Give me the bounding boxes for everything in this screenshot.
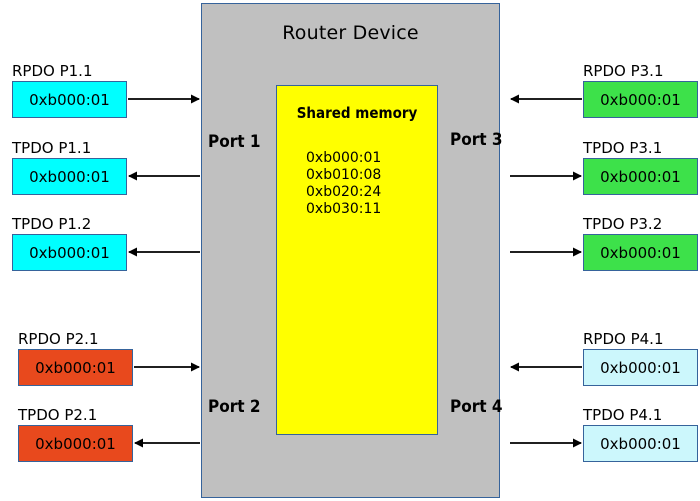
pdo-label: TPDO P1.2 (12, 215, 92, 233)
pdo-label: RPDO P2.1 (18, 330, 99, 348)
port-label-2: Port 2 (208, 397, 261, 417)
pdo-value-box[interactable]: 0xb000:01 (583, 349, 698, 386)
pdo-label: TPDO P3.2 (583, 215, 663, 233)
pdo-label: TPDO P3.1 (583, 139, 663, 157)
pdo-value-box[interactable]: 0xb000:01 (12, 234, 127, 271)
shared-memory-entry-list: 0xb000:01 0xb010:08 0xb020:24 0xb030:11 (306, 150, 381, 218)
pdo-value-box[interactable]: 0xb000:01 (12, 158, 127, 195)
pdo-value-box[interactable]: 0xb000:01 (583, 425, 698, 462)
shared-memory-entry: 0xb000:01 (306, 150, 382, 166)
port-label-1: Port 1 (208, 132, 261, 152)
pdo-value-box[interactable]: 0xb000:01 (12, 81, 127, 118)
pdo-label: TPDO P1.1 (12, 139, 92, 157)
shared-memory-box: Shared memory 0xb000:01 0xb010:08 0xb020… (276, 85, 438, 435)
port-label-3: Port 3 (450, 130, 503, 150)
shared-memory-entry: 0xb020:24 (306, 184, 382, 200)
shared-memory-entry: 0xb030:11 (306, 201, 382, 217)
shared-memory-title: Shared memory (296, 104, 418, 122)
pdo-value-box[interactable]: 0xb000:01 (583, 234, 698, 271)
pdo-label: RPDO P4.1 (583, 330, 664, 348)
shared-memory-entry: 0xb010:08 (306, 167, 382, 183)
router-device-box: Router Device Shared memory 0xb000:01 0x… (201, 3, 500, 498)
router-device-title: Router Device (282, 22, 419, 44)
pdo-label: RPDO P1.1 (12, 62, 93, 80)
port-label-4: Port 4 (450, 397, 503, 417)
pdo-label: TPDO P2.1 (18, 406, 98, 424)
pdo-label: RPDO P3.1 (583, 62, 664, 80)
pdo-label: TPDO P4.1 (583, 406, 663, 424)
pdo-value-box[interactable]: 0xb000:01 (18, 349, 133, 386)
pdo-value-box[interactable]: 0xb000:01 (583, 158, 698, 195)
pdo-value-box[interactable]: 0xb000:01 (18, 425, 133, 462)
pdo-value-box[interactable]: 0xb000:01 (583, 81, 698, 118)
